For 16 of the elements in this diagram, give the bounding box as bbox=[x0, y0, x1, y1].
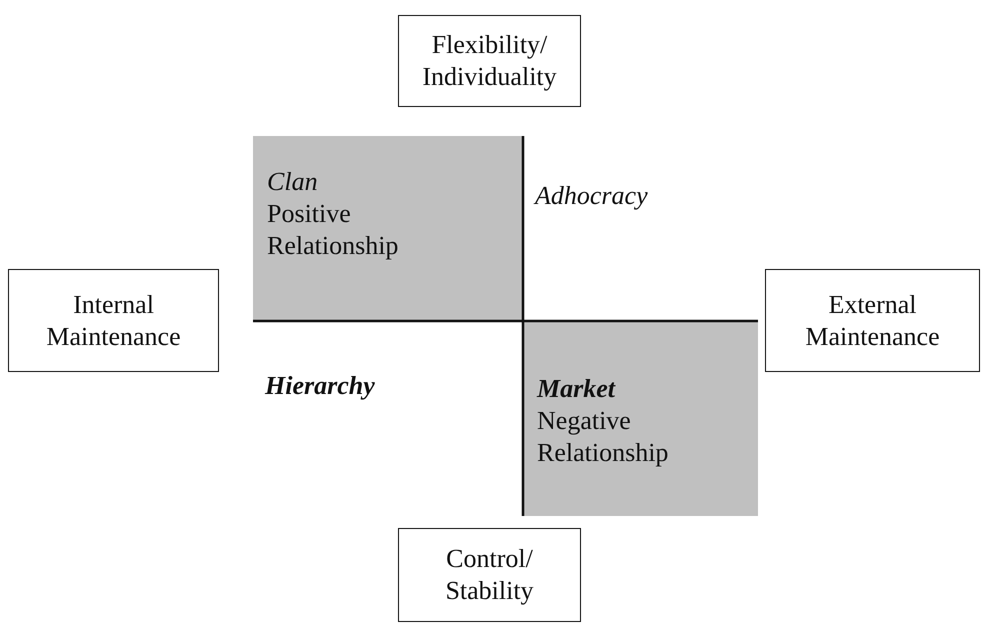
quadrant-description: Negative Relationship bbox=[537, 405, 670, 469]
shaded-quadrant bbox=[523, 321, 758, 516]
dimension-box bbox=[398, 528, 581, 622]
shaded-quadrant bbox=[253, 136, 523, 321]
dimension-box bbox=[398, 15, 581, 107]
dimension-box bbox=[8, 269, 219, 372]
box-label: Flexibility/ Individuality bbox=[421, 29, 558, 93]
box-label: Control/ Stability bbox=[444, 543, 535, 607]
quadrant-title: Hierarchy bbox=[265, 370, 375, 402]
box-label: External Maintenance bbox=[804, 288, 941, 352]
quadrant-description: Positive Relationship bbox=[267, 198, 400, 262]
quadrant-title: Adhocracy bbox=[535, 180, 648, 212]
quadrant-title: Market bbox=[537, 373, 616, 405]
dimension-box bbox=[765, 269, 980, 372]
quadrant-title: Clan bbox=[267, 166, 319, 198]
box-label: Internal Maintenance bbox=[45, 288, 182, 352]
